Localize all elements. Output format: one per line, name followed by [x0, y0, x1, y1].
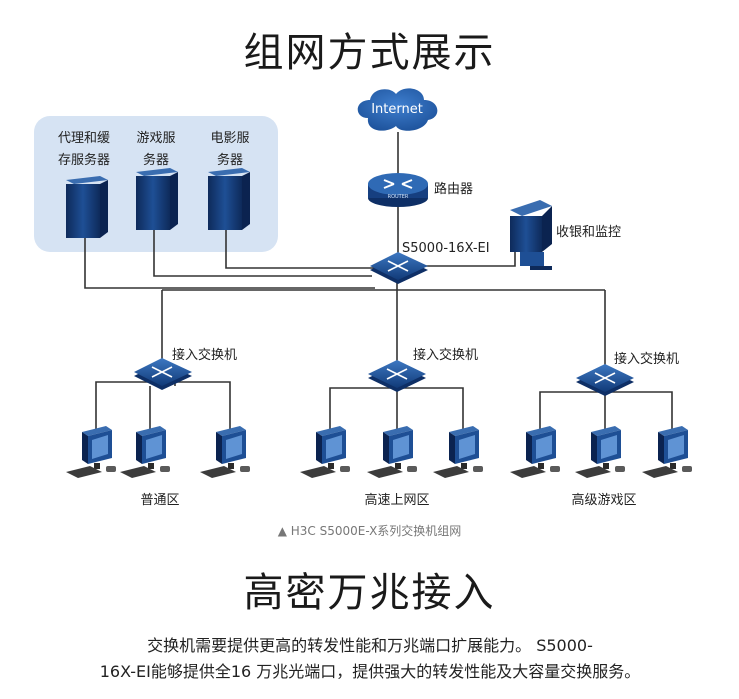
- pc-icon: [367, 426, 417, 478]
- server-icon-3: [208, 168, 250, 230]
- server-icon-2: [136, 168, 178, 230]
- page-title: 组网方式展示: [243, 30, 496, 76]
- pc-icon: [433, 426, 483, 478]
- pc-icon: [642, 426, 692, 478]
- router-label: 路由器: [434, 181, 473, 197]
- access-switch-icon-2: [368, 360, 426, 392]
- zone-label-3: 高级游戏区: [571, 492, 636, 508]
- access-switch-label-1: 接入交换机: [172, 347, 237, 363]
- core-switch-icon: [370, 252, 428, 284]
- figure-caption: ▲ H3C S5000E-X系列交换机组网: [277, 524, 462, 538]
- server-label-2b: 务器: [143, 152, 169, 168]
- access-switch-label-2: 接入交换机: [413, 347, 478, 363]
- server-label-3b: 务器: [217, 152, 243, 168]
- pc-icon: [575, 426, 625, 478]
- pc-icon: [66, 426, 116, 478]
- monitor-label: 收银和监控: [556, 225, 621, 240]
- description-line-2: 16X-EI能够提供全16 万兆光端口，提供强大的转发性能及大容量交换服务。: [99, 662, 641, 681]
- router-badge: ROUTER: [388, 194, 409, 200]
- pc-icon: [510, 426, 560, 478]
- server-icon-1: [66, 176, 108, 238]
- description-line-1: 交换机需要提供更高的转发性能和万兆端口扩展能力。 S5000-: [147, 636, 593, 655]
- pc-icon: [120, 426, 170, 478]
- pc-icon: [300, 426, 350, 478]
- server-label-2a: 游戏服: [136, 131, 175, 146]
- pc-icon: [200, 426, 250, 478]
- internet-cloud-icon: [357, 88, 438, 131]
- description-paragraph: 交换机需要提供更高的转发性能和万兆端口扩展能力。 S5000- 16X-EI能够…: [40, 633, 700, 685]
- internet-label: Internet: [371, 102, 423, 117]
- access-switch-label-3: 接入交换机: [614, 351, 679, 367]
- zone-label-1: 普通区: [140, 493, 179, 508]
- network-diagram: Internet ROUTER 路由器 代理和缓 存服务器 游戏服 务器 电影服…: [34, 88, 692, 508]
- monitor-workstation-icon: [510, 200, 552, 270]
- pc-group: [66, 426, 692, 478]
- zone-label-2: 高速上网区: [364, 492, 429, 508]
- access-switch-icon-3: [576, 364, 634, 396]
- section-title: 高密万兆接入: [243, 570, 496, 616]
- server-label-3a: 电影服: [210, 131, 249, 146]
- server-label-1b: 存服务器: [58, 152, 110, 168]
- access-switch-icon-1: [134, 358, 192, 390]
- server-label-1a: 代理和缓: [58, 131, 110, 146]
- router-icon: [368, 173, 428, 207]
- core-switch-label: S5000-16X-EI: [402, 241, 490, 256]
